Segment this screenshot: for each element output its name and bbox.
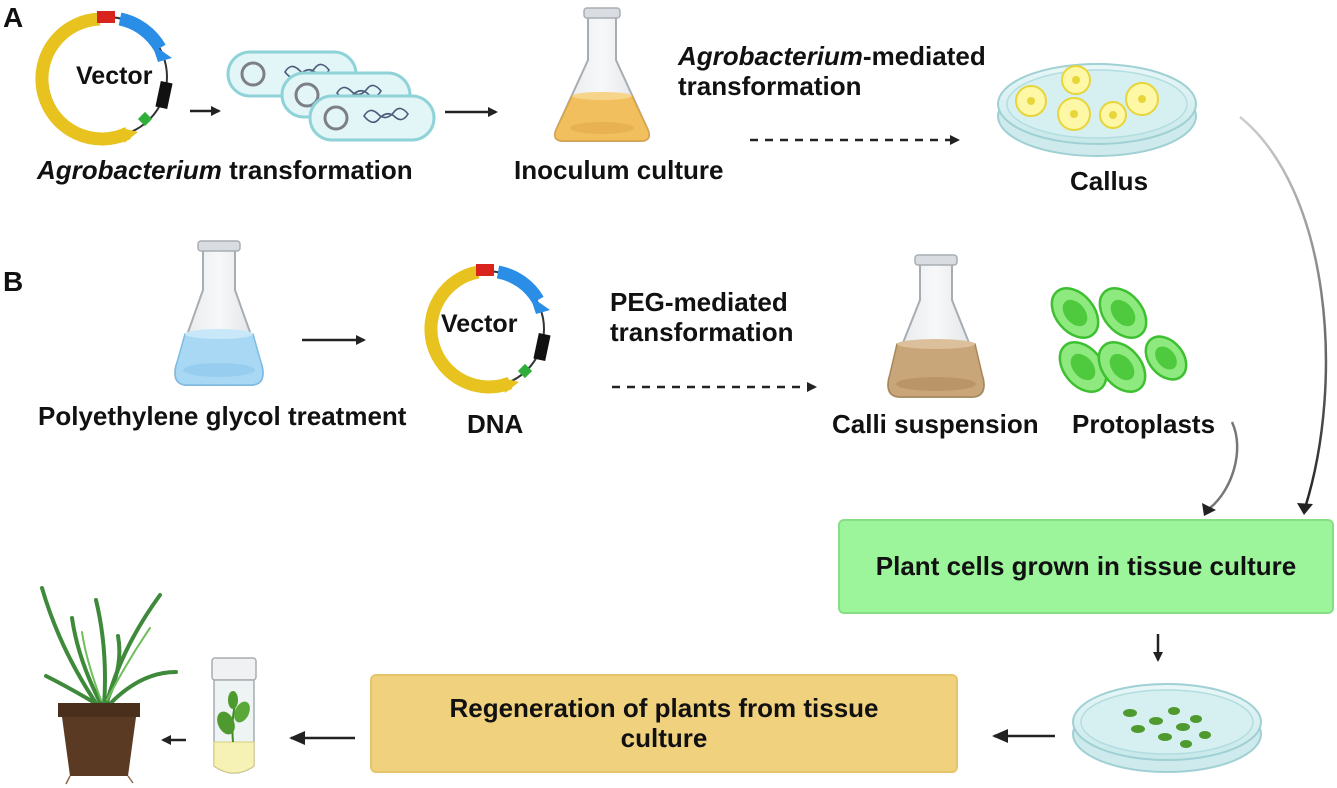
peg-flask: [174, 240, 264, 386]
agrobacterium-transformation-label: Agrobacterium transformation: [37, 155, 413, 186]
peg-line1: PEG-mediated: [610, 287, 788, 317]
calli-suspension-flask: [887, 254, 985, 398]
agrobacterium-mediated-label: Agrobacterium-mediated transformation: [678, 41, 986, 102]
potted-plant: [40, 586, 178, 785]
mediated-line2: transformation: [678, 70, 862, 101]
callus-petri-dish: [997, 63, 1197, 157]
callus-label: Callus: [1070, 166, 1149, 196]
transformation-text: transformation: [221, 155, 413, 185]
mediated-text: -mediated: [862, 41, 986, 71]
tissue-culture-text: Plant cells grown in tissue culture: [875, 550, 1297, 581]
inoculum-culture-label: Inoculum culture: [514, 155, 724, 185]
vector-label-b: Vector: [441, 310, 518, 338]
curved-arrow-protoplasts: [1209, 421, 1239, 509]
panel-label-a: A: [3, 2, 24, 33]
panel-label-b: B: [3, 266, 24, 297]
calli-suspension-label: Calli suspension: [832, 409, 1039, 439]
curved-arrow-callus: [1239, 116, 1328, 509]
peg-mediated-label: PEG-mediated transformation: [610, 287, 794, 348]
agrobacterium-cells: [226, 50, 436, 142]
agrobacterium-italic: Agrobacterium: [37, 155, 222, 185]
vector-plasmid-b: [424, 264, 551, 394]
tissue-culture-box: Plant cells grown in tissue culture: [838, 519, 1334, 614]
vector-label-a: Vector: [76, 62, 153, 90]
mediated-italic: Agrobacterium: [678, 41, 863, 71]
colonies-petri-dish: [1072, 683, 1262, 773]
dna-label: DNA: [467, 409, 524, 439]
culture-tube: [211, 657, 257, 774]
inoculum-flask: [553, 7, 651, 142]
protoplasts-cells: [1050, 287, 1188, 393]
regeneration-box: Regeneration of plants from tissue cultu…: [370, 674, 958, 773]
peg-treatment-label: Polyethylene glycol treatment: [38, 401, 407, 431]
peg-line2: transformation: [610, 316, 794, 347]
regeneration-text: Regeneration of plants from tissue cultu…: [449, 692, 879, 753]
protoplasts-label: Protoplasts: [1072, 409, 1216, 439]
